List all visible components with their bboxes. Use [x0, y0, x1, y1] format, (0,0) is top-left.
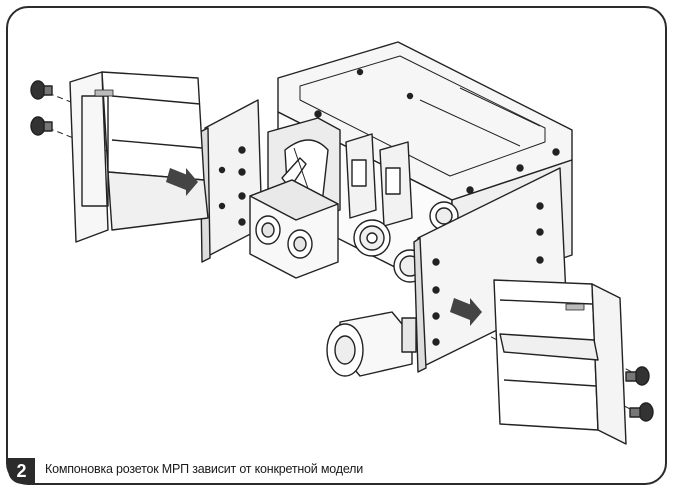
power-plug [326, 311, 417, 377]
rack-screws [30, 80, 654, 422]
step-number-badge: 2 [8, 458, 35, 484]
right-mounting-plate [413, 167, 567, 373]
junction-box [249, 179, 339, 279]
right-rack-bracket [450, 279, 627, 445]
circuit-breakers [345, 133, 413, 227]
left-rack-bracket [69, 71, 209, 243]
caption-text: Компоновка розеток МРП зависит от конкре… [45, 462, 364, 476]
